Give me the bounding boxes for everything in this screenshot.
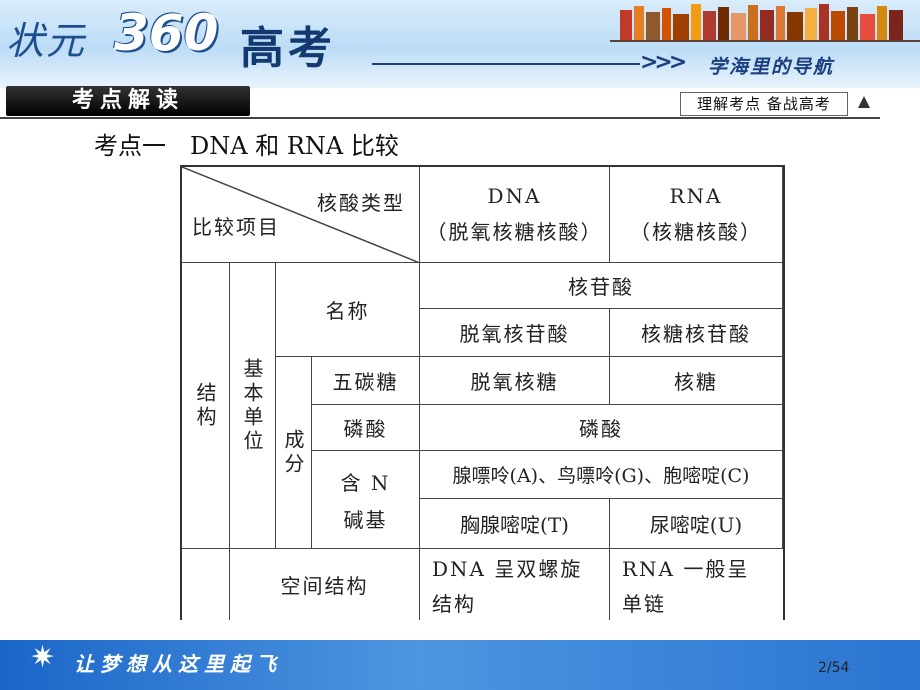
footer-bar xyxy=(0,640,920,690)
triangle-icon[interactable] xyxy=(858,96,870,108)
spatial-rna: RNA 一般呈 单链 xyxy=(610,549,783,620)
brand-number: 360 xyxy=(114,4,219,62)
corner-bottom-label: 比较项目 xyxy=(192,215,280,239)
sparkle-icon: ✷ xyxy=(30,640,56,675)
header-banner: 状元 360 高考 >>> 学海里的导航 xyxy=(0,0,920,88)
comparison-table: 核酸类型 比较项目 DNA （脱氧核糖核酸） RNA （核糖核酸） 结构 基本单… xyxy=(180,165,785,620)
name-rna: 核糖核苷酸 xyxy=(610,309,783,357)
dna-header-full: （脱氧核糖核酸） xyxy=(426,220,603,244)
spatial-rna-line1: RNA 一般呈 xyxy=(622,556,750,581)
footer-slogan: 让梦想从这里起飞 xyxy=(74,652,282,676)
rna-header-name: RNA xyxy=(669,184,723,208)
base-label: 含 N 碱基 xyxy=(312,451,420,549)
section-tag: 考点解读 xyxy=(6,86,250,116)
name-label: 名称 xyxy=(276,263,420,357)
table-frame xyxy=(180,165,785,620)
dna-header-name: DNA xyxy=(487,184,542,208)
page-number: 2/54 xyxy=(818,660,850,676)
base-dna: 胸腺嘧啶(T) xyxy=(420,499,610,549)
spatial-dna-line2: 结构 xyxy=(432,591,476,616)
corner-top-label: 核酸类型 xyxy=(317,191,405,215)
phosphate-label: 磷酸 xyxy=(312,405,420,451)
phosphate-common: 磷酸 xyxy=(420,405,783,451)
structure-label: 结构 xyxy=(182,263,230,549)
basic-unit-label: 基本单位 xyxy=(230,263,276,549)
base-label-line2: 碱基 xyxy=(343,507,388,532)
divider xyxy=(0,117,880,119)
spatial-rna-line2: 单链 xyxy=(622,591,666,616)
spatial-dna-line1: DNA 呈双螺旋 xyxy=(432,556,583,581)
point-title: 考点一 DNA 和 RNA 比较 xyxy=(94,132,399,160)
pentose-dna: 脱氧核糖 xyxy=(420,357,610,405)
arrow-line xyxy=(372,63,640,65)
composition-label: 成分 xyxy=(276,357,312,549)
header-slogan: 学海里的导航 xyxy=(708,56,835,78)
dna-header: DNA （脱氧核糖核酸） xyxy=(420,167,610,263)
name-common: 核苷酸 xyxy=(420,263,783,309)
pentose-label: 五碳糖 xyxy=(312,357,420,405)
base-rna: 尿嘧啶(U) xyxy=(610,499,783,549)
slogan-tag: 理解考点 备战高考 xyxy=(680,92,848,116)
pentose-rna: 核糖 xyxy=(610,357,783,405)
base-common: 腺嘌呤(A)、鸟嘌呤(G)、胞嘧啶(C) xyxy=(420,451,783,499)
rna-header-full: （核糖核酸） xyxy=(630,220,762,244)
brand-title: 高考 xyxy=(240,23,336,74)
name-dna: 脱氧核苷酸 xyxy=(420,309,610,357)
corner-diagonal xyxy=(182,167,420,263)
spatial-dna: DNA 呈双螺旋 结构 xyxy=(420,549,610,620)
rna-header: RNA （核糖核酸） xyxy=(610,167,783,263)
structure-label-extension xyxy=(182,549,230,620)
base-label-line1: 含 N xyxy=(340,470,391,495)
arrow-heads-icon: >>> xyxy=(640,50,687,75)
brand-prefix: 状元 xyxy=(6,19,87,63)
corner-cell: 核酸类型 比较项目 xyxy=(182,167,420,263)
spatial-label: 空间结构 xyxy=(230,549,420,620)
books-icon xyxy=(610,4,920,42)
